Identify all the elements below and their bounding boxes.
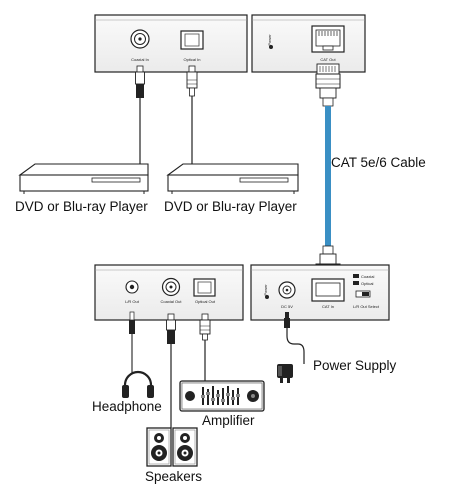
speakers-icon xyxy=(146,427,198,467)
optical-cable-bottom xyxy=(199,313,211,381)
switch-option-coaxial: Coaxial xyxy=(361,274,374,279)
switch-option-optical: Optical xyxy=(361,281,374,286)
coaxial-out-label: Coaxial Out xyxy=(161,299,183,304)
cat-out-label: CAT Out xyxy=(320,57,336,62)
coaxial-cable-bottom xyxy=(166,313,176,428)
cat-cable-label: CAT 5e/6 Cable xyxy=(331,155,426,170)
optical-out-label: Optical Out xyxy=(195,299,216,304)
power-supply-cable xyxy=(284,312,305,364)
receiver-cat-unit: Power DC 5V CAT In Coaxial Optical L/R O… xyxy=(250,264,390,321)
output-select-switch: Coaxial Optical xyxy=(353,274,374,298)
coaxial-out-jack xyxy=(161,277,181,297)
dvd-player-2 xyxy=(166,163,299,194)
coaxial-cable-top xyxy=(135,65,145,166)
speakers-label: Speakers xyxy=(145,469,203,484)
transmitter-audio-unit: Coaxial In Optical In xyxy=(94,14,248,73)
cat-cable xyxy=(315,63,341,284)
optical-in-label: Optical In xyxy=(184,57,201,62)
coaxial-in-jack xyxy=(130,29,150,49)
dc-5v-label: DC 5V xyxy=(281,304,293,309)
cat-in-rj45-port xyxy=(311,278,345,302)
power-label: Power xyxy=(267,34,272,46)
headphone-label: Headphone xyxy=(92,399,162,414)
lr-out-jack xyxy=(125,280,139,294)
optical-out-port xyxy=(193,278,216,297)
power-led-icon xyxy=(265,295,269,299)
cat-in-label: CAT In xyxy=(322,304,334,309)
dvd-player-1 xyxy=(18,163,149,194)
headphone-icon xyxy=(122,370,154,398)
dvd-player-1-label: DVD or Blu-ray Player xyxy=(15,199,148,214)
power-supply-label: Power Supply xyxy=(313,358,397,373)
optical-cable-top xyxy=(186,65,198,166)
amplifier-label: Amplifier xyxy=(202,413,255,428)
transmitter-cat-unit: Power CAT Out xyxy=(251,14,366,73)
headphone-cable xyxy=(129,311,135,374)
dc-5v-jack xyxy=(278,281,296,299)
power-label: Power xyxy=(263,284,268,296)
optical-in-port xyxy=(180,30,204,50)
coaxial-in-label: Coaxial In xyxy=(131,57,149,62)
receiver-audio-unit: L/R Out Coaxial Out Optical Out xyxy=(94,264,244,321)
cat-out-rj45-port xyxy=(311,25,345,53)
power-led-icon xyxy=(269,45,273,49)
lr-out-label: L/R Out xyxy=(125,299,140,304)
switch-title: L/R Out Select xyxy=(353,304,380,309)
power-adapter-icon xyxy=(277,364,293,383)
dvd-player-2-label: DVD or Blu-ray Player xyxy=(164,199,297,214)
amplifier-icon xyxy=(179,380,265,412)
